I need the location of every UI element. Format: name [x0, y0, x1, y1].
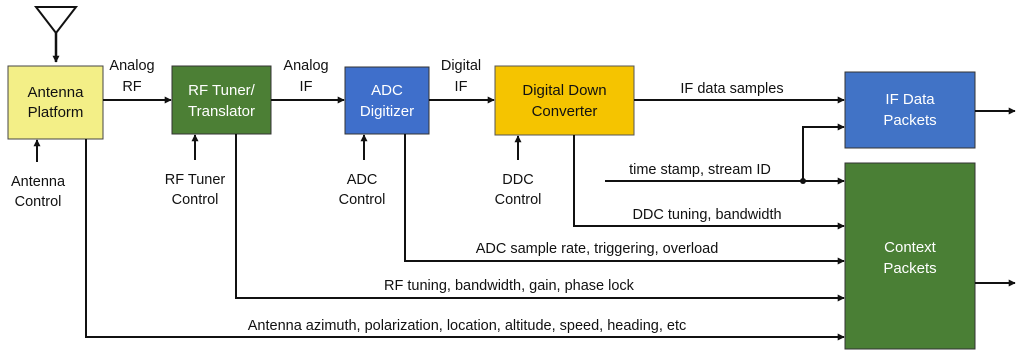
analog-rf-label-line2: RF	[122, 79, 141, 95]
antenna-platform-block: Antenna Platform	[7, 65, 104, 140]
rf-tuning-label: RF tuning, bandwidth, gain, phase lock	[384, 278, 635, 294]
antenna-control-label-line1: Antenna	[11, 174, 66, 190]
adc-digitizer-box	[344, 66, 430, 135]
antenna-icon	[33, 6, 79, 63]
adc-digitizer-line1: ADC	[371, 82, 403, 99]
adc-control-label-line1: ADC	[347, 172, 378, 188]
rf-tuner-control-label-line1: RF Tuner	[165, 172, 226, 188]
digital-if-label-line1: Digital	[441, 58, 481, 74]
adc-digitizer-line2: Digitizer	[360, 103, 414, 120]
rf-tuning-wire	[235, 134, 845, 302]
if-data-packets-block: IF Data Packets	[844, 71, 976, 149]
adc-sample-rate-wire	[404, 134, 845, 265]
analog-rf-label-line1: Analog	[109, 58, 154, 74]
if-data-samples-label: IF data samples	[680, 81, 783, 97]
if-data-packets-line2: Packets	[883, 112, 936, 129]
timestamp-label: time stamp, stream ID	[629, 162, 771, 178]
adc-control-label-line2: Control	[339, 192, 386, 208]
ddc-tuning-wire	[573, 135, 845, 230]
context-packets-block: Context Packets	[844, 162, 976, 350]
if-data-packets-line1: IF Data	[885, 91, 935, 108]
ddc-tuning-label: DDC tuning, bandwidth	[632, 207, 781, 223]
ddc-line2: Converter	[532, 103, 598, 120]
ddc-control-label-line1: DDC	[502, 172, 533, 188]
antenna-platform-box	[7, 65, 104, 140]
context-packets-line2: Packets	[883, 260, 936, 277]
antenna-platform-line2: Platform	[28, 104, 84, 121]
if-data-packets-box	[844, 71, 976, 149]
digital-if-label-line2: IF	[455, 79, 468, 95]
adc-digitizer-block: ADC Digitizer	[344, 66, 430, 135]
rf-tuner-control-label-line2: Control	[172, 192, 219, 208]
ddc-control-label-line2: Control	[495, 192, 542, 208]
adc-sample-rate-label: ADC sample rate, triggering, overload	[476, 241, 719, 257]
antenna-azimuth-wire	[85, 139, 845, 341]
timestamp-junction-dot	[800, 178, 806, 184]
rf-tuner-box	[171, 65, 272, 135]
ddc-block: Digital Down Converter	[494, 65, 635, 136]
analog-if-label-line2: IF	[300, 79, 313, 95]
rf-tuner-line1: RF Tuner/	[188, 82, 256, 99]
ddc-box	[494, 65, 635, 136]
context-packets-line1: Context	[884, 239, 937, 256]
analog-if-label-line1: Analog	[283, 58, 328, 74]
rf-tuner-block: RF Tuner/ Translator	[171, 65, 272, 135]
ddc-line1: Digital Down	[522, 82, 606, 99]
timestamp-branch-arrow	[802, 123, 845, 181]
rf-tuner-line2: Translator	[188, 103, 255, 120]
context-packets-box	[844, 162, 976, 350]
antenna-control-label-line2: Control	[15, 194, 62, 210]
antenna-platform-line1: Antenna	[28, 84, 85, 101]
antenna-azimuth-label: Antenna azimuth, polarization, location,…	[248, 318, 687, 334]
